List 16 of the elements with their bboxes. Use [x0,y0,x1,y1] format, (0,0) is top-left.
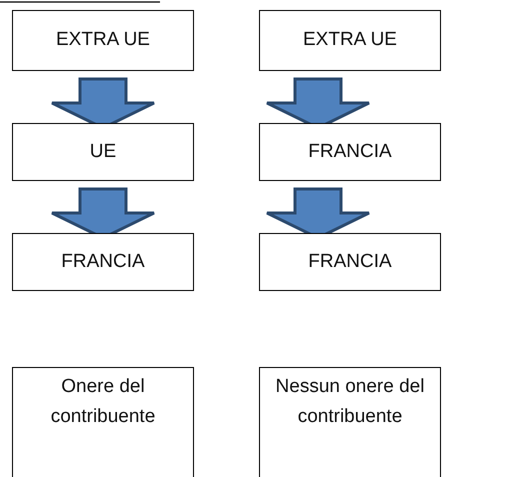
text-box [12,367,194,477]
box-label: Nessun onere del contribuente [274,375,426,430]
box-label: Onere del contribuente [50,375,156,430]
box-label: EXTRA UE [303,28,397,52]
box-label: FRANCIA [308,250,392,274]
box-label: FRANCIA [61,250,145,274]
text-box [12,123,194,181]
text-box [259,233,441,291]
box-label: EXTRA UE [56,28,150,52]
text-box [12,233,194,291]
text-box [259,10,441,71]
box-label: FRANCIA [308,140,392,164]
text-box [12,10,194,71]
text-box [259,123,441,181]
text-box [259,367,441,477]
box-label: UE [90,140,116,164]
